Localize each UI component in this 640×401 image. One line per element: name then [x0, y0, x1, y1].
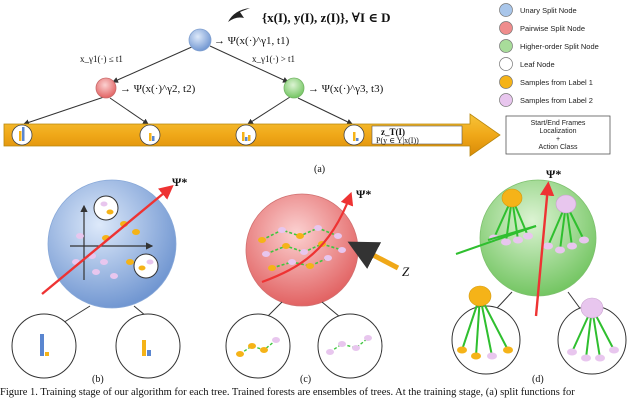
edge-root-left: [112, 45, 195, 83]
z-symbol: Z: [402, 264, 410, 279]
pairwise-node: [95, 77, 117, 99]
legend-label: Unary Split Node: [520, 6, 577, 15]
output-line-3: +: [556, 136, 560, 143]
z-label: z_T(I): [381, 127, 405, 137]
z-arrow: [347, 241, 400, 271]
root-unary-node: [188, 28, 212, 52]
legend-swatch: [499, 57, 513, 71]
child-leaf-left-d: [451, 305, 521, 375]
left-split-function: → Ψ(x(·)^γ2, t2): [120, 83, 196, 95]
output-line-1: Start/End Frames: [531, 120, 586, 127]
psi-star-c: Ψ*: [356, 187, 371, 201]
prob-box: [371, 125, 463, 145]
root-split-function: → Ψ(x(·)^γ1, t1): [214, 35, 290, 47]
output-line-4: Action Class: [539, 144, 578, 151]
legend-label: Pairwise Split Node: [520, 24, 585, 33]
legend-swatch: [499, 93, 513, 107]
panel-c-label: (c): [300, 374, 311, 385]
psi-star-d: Ψ*: [546, 167, 561, 181]
legend-swatch: [499, 3, 513, 17]
split-direction-arrow: [41, 184, 174, 295]
pairwise-samples: [258, 225, 346, 271]
psi-star-b: Ψ*: [172, 175, 187, 189]
panel-b: Ψ* (b): [11, 175, 187, 385]
right-condition: x_γ1(·) > t1: [252, 54, 295, 64]
right-split-function: → Ψ(x(·)^γ3, t3): [308, 83, 384, 95]
panel-c: Ψ* Z (c): [225, 187, 410, 385]
legend-label: Leaf Node: [520, 60, 555, 69]
header-formula: {x(I), y(I), z(I)}, ∀I ∈ D: [262, 10, 391, 25]
legend-swatch: [499, 75, 513, 89]
split-curve: [261, 191, 354, 284]
legend-label: Higher-order Split Node: [520, 42, 599, 51]
edge-root-right: [209, 45, 289, 83]
panel-a: {x(I), y(I), z(I)}, ∀I ∈ D → Ψ(x(·)^γ1, …: [3, 8, 611, 175]
leaf-nodes: [11, 124, 365, 146]
figure-caption: Figure 1. Training stage of our algorith…: [0, 387, 575, 398]
leaf-node: [235, 124, 257, 146]
panel-b-label: (b): [92, 374, 104, 385]
output-line-2: Localization: [540, 128, 577, 135]
legend-label: Samples from Label 1: [520, 78, 593, 87]
left-condition: x_γ1(·) ≤ t1: [80, 54, 123, 64]
legend-swatch: [499, 21, 513, 35]
child-leaf-left-c: [225, 313, 291, 379]
child-leaf-right-b: [115, 313, 181, 379]
legend-label: Samples from Label 2: [520, 96, 593, 105]
prob-label: P(y ∈ Y|x(I)): [376, 136, 419, 145]
legend-swatch: [499, 39, 513, 53]
higher-order-node: [283, 77, 305, 99]
output-box: [505, 115, 611, 155]
input-arrow-icon: [228, 8, 250, 22]
panel-d-label: (d): [532, 374, 544, 385]
split-direction-arrow-d: [534, 181, 555, 317]
panel-d: Ψ* (d): [451, 167, 627, 385]
panel-a-label: (a): [314, 164, 325, 175]
